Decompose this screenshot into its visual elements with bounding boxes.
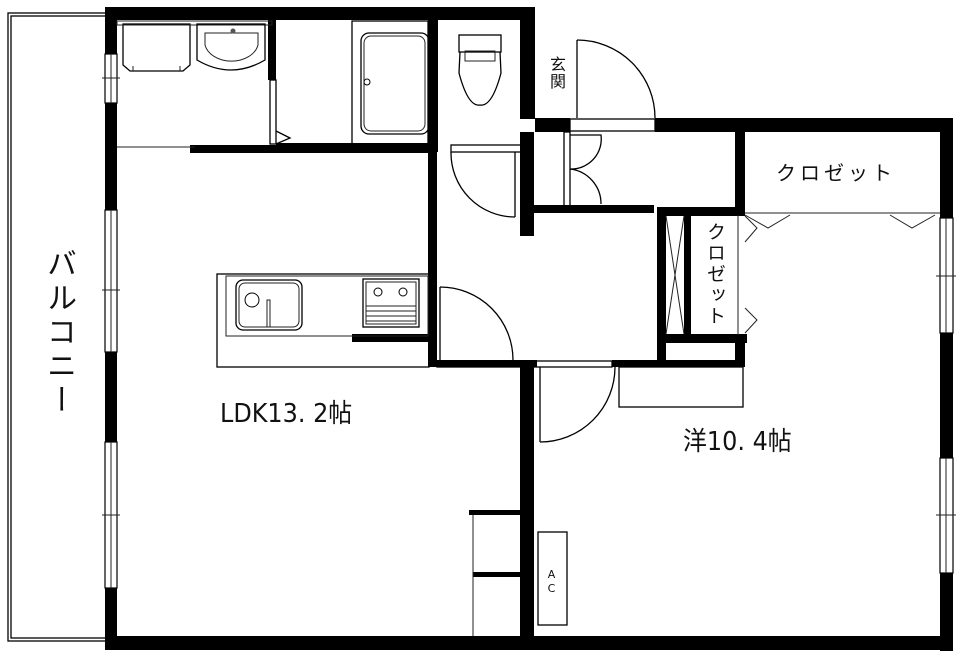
balcony-label: バルコニー (41, 248, 76, 418)
ldk-label: LDK13. 2帖 (220, 399, 353, 429)
aircon-label: AC (545, 568, 558, 596)
western-room-label: 洋10. 4帖 (683, 427, 792, 457)
windows (102, 53, 956, 589)
doors (117, 39, 940, 443)
closet-top-label: クロゼット (776, 161, 896, 185)
fixtures (116, 20, 744, 636)
entrance-label: 玄関 (547, 56, 566, 90)
closet-side-label: クロゼット (704, 222, 726, 327)
walls (105, 7, 953, 651)
